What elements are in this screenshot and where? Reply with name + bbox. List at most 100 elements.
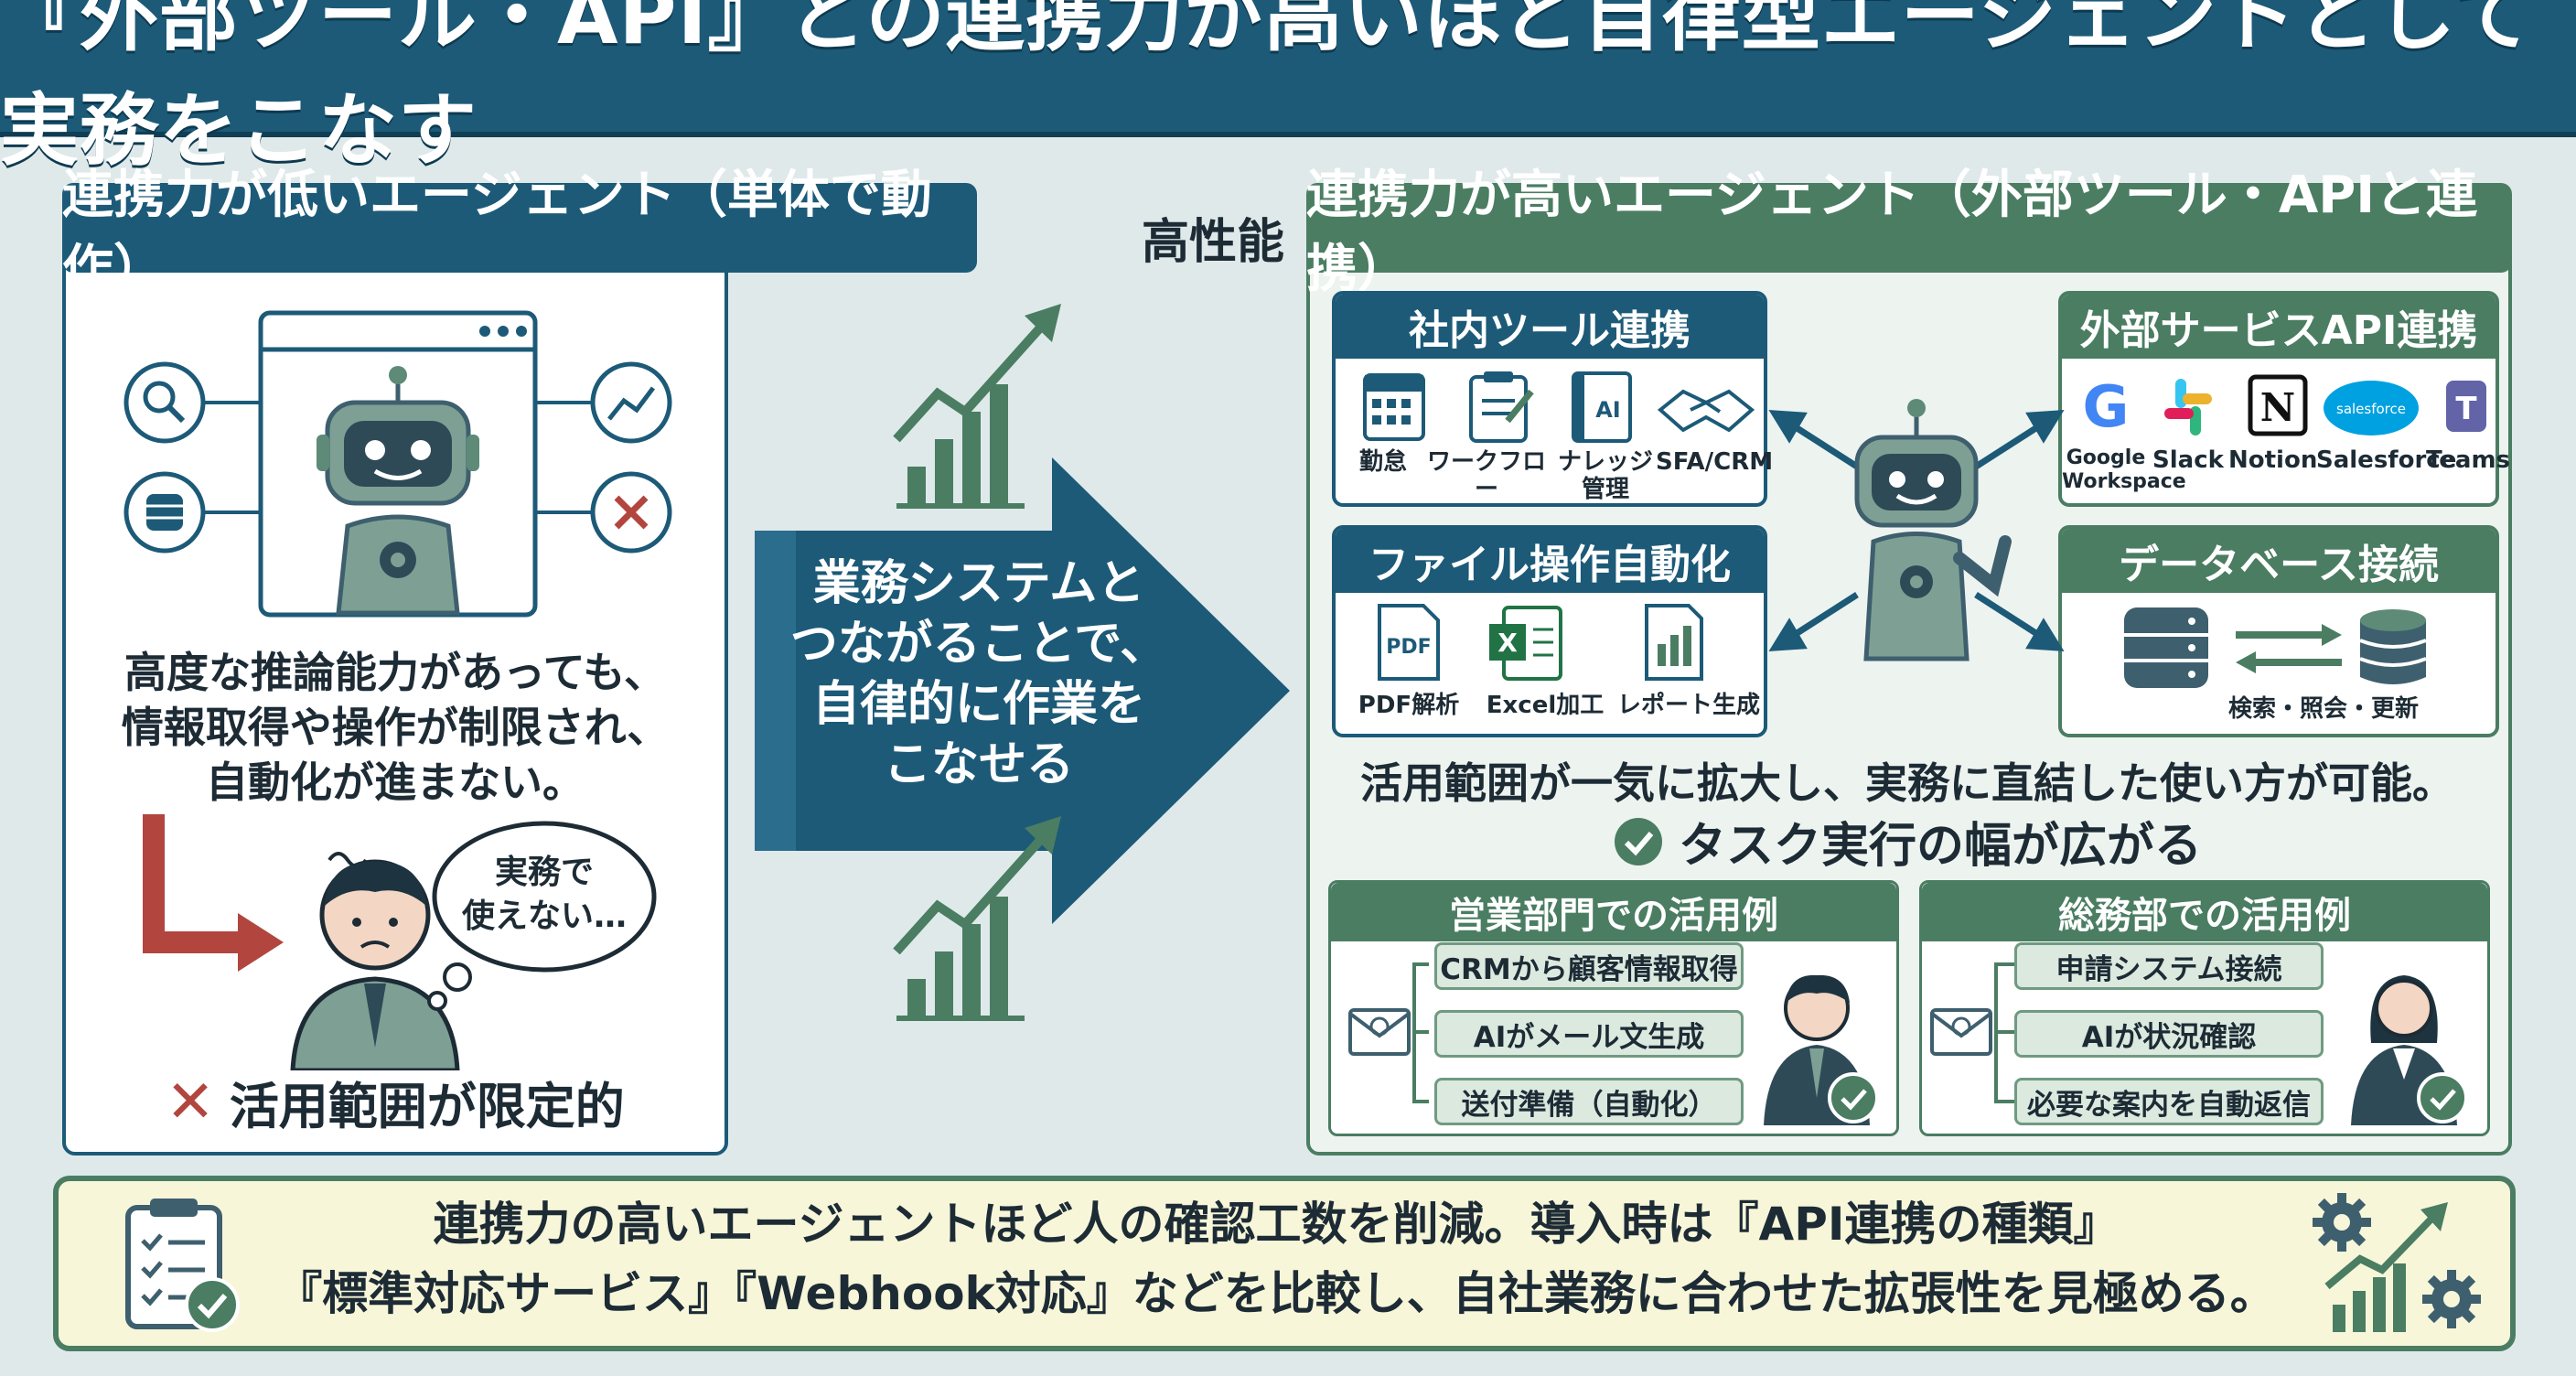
external-label-slack: Slack — [2152, 446, 2224, 474]
chart-line-icon — [590, 361, 672, 444]
gear-icon-small — [2422, 1270, 2481, 1328]
general-example-title: 総務部での活用例 — [1922, 883, 2487, 941]
email-envelope-icon — [1348, 1008, 1411, 1056]
approved-check-icon — [2417, 1072, 2468, 1123]
page-title: 『外部ツール・API』との連携力が高いほど自律型エージェントとして実務をこなす — [0, 0, 2534, 177]
gear-icon — [2313, 1193, 2371, 1252]
general-step-1: 申請システム接続 — [2014, 942, 2324, 990]
svg-text:T: T — [2455, 391, 2477, 427]
internal-tools-icons: AI — [1363, 371, 1755, 443]
external-label-google: Google Workspace — [2062, 446, 2186, 494]
ai-book-mark: AI — [1595, 397, 1621, 423]
checklist-clipboard-icon — [125, 1199, 240, 1332]
middle-arrow-text: 業務システムと つながることで、 自律的に作業を こなせる — [778, 554, 1180, 795]
bottom-text: 連携力の高いエージェントほど人の確認工数を削減。導入時は『API連携の種類』 『… — [274, 1189, 2278, 1328]
growth-chart-icon-bottom — [893, 816, 1061, 1021]
sales-step-1: CRMから顧客情報取得 — [1434, 942, 1744, 990]
email-envelope-icon — [1930, 1008, 1992, 1056]
file-label-excel: Excel加工 — [1486, 692, 1605, 719]
big-right-arrow-icon — [755, 457, 1290, 924]
database-title: データベース接続 — [2062, 529, 2496, 593]
report-file-icon — [1645, 604, 1703, 681]
mid-line3: 自律的に作業を — [811, 677, 1145, 732]
internal-label-attendance: 勤怠 — [1358, 448, 1407, 476]
knowledge-line1: ナレッジ — [1557, 448, 1653, 476]
left-desc-line2: 情報取得や操作が制限され、 — [121, 703, 670, 752]
general-flow-graphics — [1930, 962, 2468, 1125]
external-label-notion: Notion — [2228, 446, 2318, 474]
notion-logo-icon: N — [2248, 374, 2308, 436]
svg-text:PDF: PDF — [1386, 636, 1431, 659]
sales-example-title: 営業部門での活用例 — [1331, 883, 1896, 941]
check-circle-icon — [1614, 817, 1662, 865]
sales-step-2: AIがメール文生成 — [1434, 1010, 1744, 1058]
growth-chart-icon-top — [893, 304, 1061, 509]
bubble-text: 実務で 使えない… — [435, 851, 654, 939]
left-header-text: 連携力が低いエージェント（単体で動作） — [62, 166, 932, 299]
internal-tools-title: 社内ツール連携 — [1336, 295, 1764, 359]
sales-step-3: 送付準備（自動化） — [1434, 1078, 1744, 1125]
left-desc-line1: 高度な推論能力があっても、 — [123, 648, 667, 697]
google-line2: Workspace — [2062, 470, 2186, 493]
file-automation-title: ファイル操作自動化 — [1336, 529, 1764, 593]
connection-arrows — [1768, 410, 2065, 651]
external-api-title: 外部サービスAPI連携 — [2062, 295, 2496, 359]
general-step-3: 必要な案内を自動返信 — [2014, 1078, 2324, 1125]
bubble-line2: 使えない… — [461, 898, 627, 935]
title-bar — [0, 0, 2576, 137]
internal-label-sfa-crm: SFA/CRM — [1656, 448, 1774, 476]
teams-logo-icon: T — [2446, 381, 2486, 432]
robot-icon — [317, 366, 479, 616]
connected-robot-illustration — [1768, 399, 2065, 661]
right-summary-line1: 活用範囲が一気に拡大し、実務に直結した使い方が可能。 — [1360, 758, 2454, 808]
svg-text:X: X — [1497, 628, 1518, 658]
mid-line1: 業務システムと — [812, 556, 1145, 611]
error-icon — [590, 471, 672, 554]
gear-growth-icon — [2313, 1193, 2481, 1332]
left-desc-line3: 自動化が進まない。 — [206, 758, 585, 807]
slack-logo-icon — [2164, 379, 2212, 435]
approved-check-icon — [1828, 1072, 1879, 1123]
right-header-text: 連携力が高いエージェント（外部ツール・APIと連携） — [1306, 166, 2478, 299]
internal-label-workflow: ワークフロー — [1426, 448, 1546, 503]
svg-text:salesforce: salesforce — [2336, 401, 2406, 417]
mid-line2: つながることで、 — [789, 617, 1168, 672]
database-server-icon — [2124, 607, 2208, 688]
excel-file-icon: X — [1489, 606, 1562, 681]
calendar-icon — [1363, 373, 1425, 441]
database-caption: 検索・照会・更新 — [2227, 695, 2419, 723]
cross-icon: ✕ — [166, 1068, 215, 1136]
left-limit-text: 活用範囲が限定的 — [229, 1078, 625, 1135]
knowledge-line2: 管理 — [1581, 476, 1629, 503]
external-service-logos: G N salesforce T — [2083, 373, 2486, 440]
robot-icon — [1854, 399, 2012, 661]
red-arrow-icon — [143, 814, 238, 953]
left-description: 高度な推論能力があっても、 情報取得や操作が制限され、 自動化が進まない。 — [91, 645, 699, 810]
file-label-pdf: PDF解析 — [1358, 692, 1460, 719]
handshake-icon — [1657, 389, 1755, 433]
bottom-line2: 『標準対応サービス』『Webhook対応』などを比較し、自社業務に合わせた拡張性… — [276, 1267, 2276, 1320]
confused-user-illustration — [143, 814, 657, 1070]
bottom-banner — [53, 1176, 2516, 1351]
bubble-line1: 実務で — [494, 854, 594, 891]
database-icons — [2124, 607, 2427, 688]
pdf-file-icon: PDF — [1378, 604, 1440, 681]
general-step-2: AIが状況確認 — [2014, 1010, 2324, 1058]
isolated-robot-illustration — [123, 310, 672, 618]
search-icon — [123, 361, 206, 444]
mid-line4: こなせる — [883, 737, 1074, 792]
file-label-report: レポート生成 — [1616, 692, 1760, 719]
google-logo-icon: G — [2083, 373, 2130, 440]
database-icon — [123, 471, 206, 554]
sales-flow-graphics — [1348, 962, 1879, 1125]
external-label-salesforce: Salesforce — [2316, 446, 2457, 474]
google-line1: Google — [2066, 446, 2146, 469]
file-automation-box: ファイル操作自動化 — [1332, 525, 1767, 737]
summary-line2-text: タスク実行の幅が広がる — [1678, 819, 2202, 874]
external-label-teams: Teams — [2426, 446, 2511, 474]
workflow-clipboard-icon — [1469, 371, 1534, 443]
database-cylinder-icon — [2359, 609, 2427, 684]
growth-chart-icon — [2324, 1202, 2448, 1332]
high-performance-label: 高性能 — [1142, 215, 1285, 270]
svg-text:N: N — [2260, 385, 2295, 430]
